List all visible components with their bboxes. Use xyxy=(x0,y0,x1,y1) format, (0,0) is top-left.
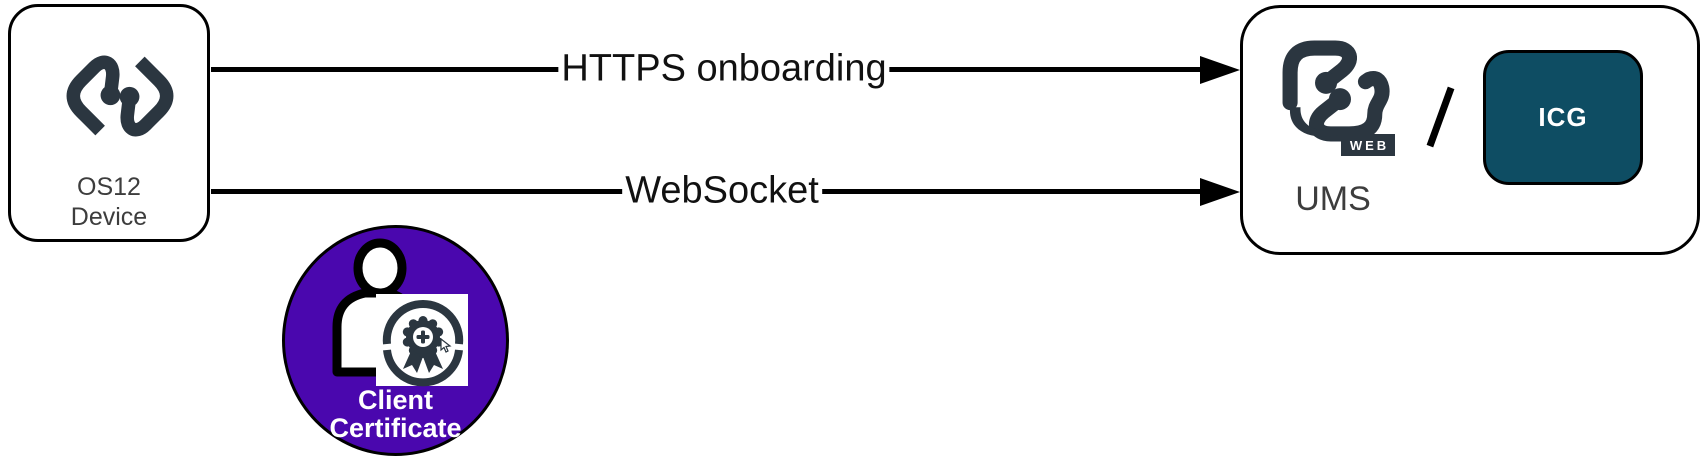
logo-dot xyxy=(100,85,121,106)
ums-label: UMS xyxy=(1295,180,1371,218)
logo-swoosh xyxy=(1289,107,1338,137)
mouse-cursor-icon xyxy=(440,337,452,353)
device-label-line1: OS12 xyxy=(77,173,141,201)
seal-ring-top xyxy=(382,300,464,345)
certificate-card xyxy=(376,294,468,387)
logo-dot xyxy=(119,86,140,107)
icg-box: ICG xyxy=(1483,50,1643,185)
certificate-label-line2: Certificate xyxy=(329,413,462,443)
certificate-seal-icon xyxy=(382,300,464,387)
slash-separator xyxy=(1426,86,1455,148)
certificate-label-line1: Client xyxy=(357,385,433,415)
seal-ring-bottom xyxy=(383,349,463,387)
logo-dot xyxy=(1328,88,1351,111)
device-label-line2: Device xyxy=(70,203,148,231)
arrow-head-icon xyxy=(1200,178,1240,206)
ums-server-box: WEB ICG UMS xyxy=(1240,5,1700,255)
logo-dot xyxy=(1315,71,1338,94)
arrow-label: HTTPS onboarding xyxy=(558,47,890,91)
web-badge: WEB xyxy=(1341,134,1395,156)
icg-label: ICG xyxy=(1538,102,1588,132)
logo-hook-top-left xyxy=(66,55,120,136)
logo-hook-bottom-right xyxy=(120,56,174,137)
logo-hook-top-left xyxy=(1282,40,1357,111)
person-head xyxy=(353,238,407,298)
logo-hook-bottom-right xyxy=(1309,71,1390,142)
igel-logo-icon xyxy=(66,55,174,137)
os12-device-box: OS12 Device xyxy=(8,4,210,242)
seal-ribbons xyxy=(403,349,443,373)
arrow-label: WebSocket xyxy=(622,169,822,213)
seal-rosette xyxy=(402,316,444,358)
igel-ums-web-logo-icon xyxy=(1282,40,1390,142)
client-certificate-label: Client Certificate xyxy=(282,386,509,442)
device-label: OS12 Device xyxy=(11,172,207,232)
arrow-head-icon xyxy=(1200,56,1240,84)
